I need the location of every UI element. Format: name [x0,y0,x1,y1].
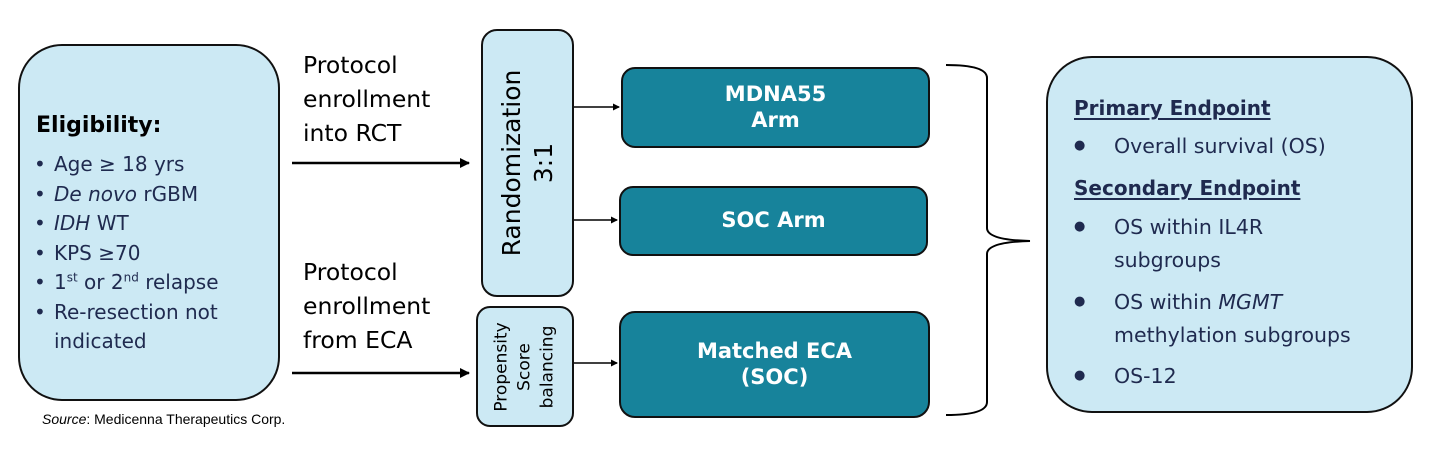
bullet: • [34,299,46,324]
bullet: • [34,240,46,265]
label-line: into RCT [303,119,402,147]
grouping-brace [945,64,1031,416]
propensity-line: balancing [537,325,558,408]
eligibility-item: • KPS ≥70 [32,239,269,269]
bullet: • [34,270,46,294]
arm-label: Arm [751,107,800,132]
arm-label: Matched ECA [696,339,853,364]
endpoint-item: ● Overall survival (OS) [1074,130,1326,163]
mdna55-arm-box: MDNA55 Arm [621,67,930,148]
matched-eca-box: Matched ECA (SOC) [619,311,930,418]
eca-enrollment-label: Protocol enrollment from ECA [303,255,430,357]
endpoint-text: methylation subgroups [1114,322,1351,347]
eligibility-text-italic: IDH [54,211,91,235]
eligibility-title: Eligibility: [36,113,162,138]
propensity-score-box: Propensity Score balancing [476,306,574,427]
eligibility-text: relapse [138,270,219,294]
endpoint-text: Overall survival (OS) [1114,134,1326,158]
source-note: Source: Medicenna Therapeutics Corp. [42,411,285,427]
propensity-text: Propensity Score balancing [491,322,560,411]
primary-endpoint-title: Primary Endpoint [1074,96,1271,120]
secondary-endpoint-title: Secondary Endpoint [1074,176,1301,200]
arm-label: SOC Arm [721,208,826,233]
arm-label: MDNA55 [724,82,827,107]
source-text: : Medicenna Therapeutics Corp. [86,411,286,427]
endpoint-text-italic: MGMT [1218,290,1283,314]
eligibility-item: • Age ≥ 18 yrs [32,150,269,180]
randomization-ratio: 3:1 [528,142,558,184]
label-line: Protocol [303,258,398,286]
eligibility-item: • Re-resection not indicated [32,298,269,357]
endpoint-text: OS within MGMT [1114,286,1351,319]
eligibility-item: • 1st or 2nd relapse [32,268,269,298]
randomization-text: Randomization 3:1 [496,70,560,257]
superscript: st [66,270,78,285]
endpoint-item: ● OS within IL4R subgroups [1074,211,1263,276]
randomization-box: Randomization 3:1 [481,29,574,297]
eligibility-text: Age ≥ 18 yrs [54,152,185,176]
eligibility-box: Eligibility: • Age ≥ 18 yrs • De novo rGBM… [18,44,280,401]
eligibility-text: KPS ≥70 [54,240,141,265]
bullet: ● [1074,138,1086,153]
label-line: Protocol [303,51,398,79]
rct-enrollment-label: Protocol enrollment into RCT [303,48,430,150]
endpoint-text: OS within IL4R [1114,215,1264,239]
eligibility-text: Re-resection not indicated [54,299,218,354]
eligibility-list: • Age ≥ 18 yrs • De novo rGBM • IDH WT • KPS… [32,150,269,357]
label-line: enrollment [303,85,431,113]
eligibility-text: or 2 [77,270,124,294]
source-label: Source [42,411,87,427]
propensity-line: Score [514,342,535,391]
endpoint-item: ● OS-12 [1074,360,1177,393]
endpoint-text: OS-12 [1114,364,1177,388]
eligibility-text: rGBM [137,181,199,206]
bullet: • [34,152,46,176]
bullet: • [34,181,46,206]
superscript: nd [123,270,139,285]
bullet: ● [1074,294,1086,309]
label-line: from ECA [303,326,413,354]
eligibility-text: WT [90,211,129,235]
bullet: • [34,211,46,235]
endpoint-item: ● OS within MGMT methylation subgroups [1074,286,1351,351]
bullet: ● [1074,368,1086,383]
propensity-line: Propensity [491,321,512,412]
eligibility-item: • IDH WT [32,209,269,239]
soc-arm-box: SOC Arm [619,186,928,256]
label-line: enrollment [303,292,431,320]
bullet: ● [1074,219,1086,234]
endpoint-text: subgroups [1114,247,1221,272]
arm-label: (SOC) [740,364,809,389]
endpoints-box: Primary Endpoint ● Overall survival (OS)… [1046,56,1413,413]
endpoint-text-part: OS within [1114,290,1219,314]
eligibility-item: • De novo rGBM [32,180,269,210]
randomization-label: Randomization [496,69,526,257]
eligibility-text-italic: De novo [54,181,138,206]
eligibility-text: 1 [54,270,67,294]
